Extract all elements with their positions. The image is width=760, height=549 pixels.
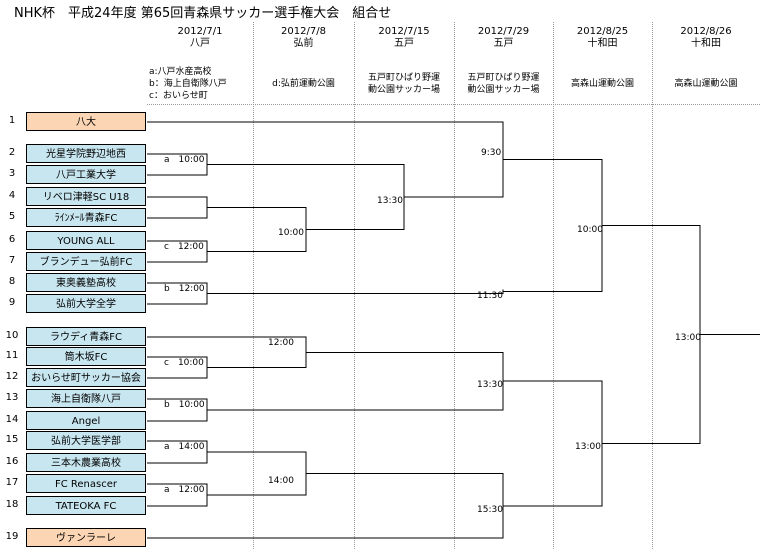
venue-line: 高森山運動公園 <box>570 79 634 89</box>
match-time-label: 10:00 <box>278 227 304 238</box>
venue-line: 五戸町ひばり野運 <box>467 73 540 83</box>
page-title: NHK杯 平成24年度 第65回青森県サッカー選手権大会 組合せ <box>14 6 392 21</box>
column-venue: a:八戸水産高校 b：海上自衛隊八戸 c：おいらせ町 <box>149 66 255 102</box>
team-box: 弘前大学全学 <box>26 294 146 313</box>
column-date: 2012/8/25 <box>576 26 629 37</box>
team-box: ラウディ青森FC <box>26 327 146 346</box>
venue-line: 高森山運動公園 <box>674 79 738 89</box>
seed-number: 15 <box>5 434 19 445</box>
team-box: 筒木坂FC <box>26 347 146 366</box>
venue-line: 動公園サッカー場 <box>367 85 440 95</box>
match-time-label: 12:00 <box>268 338 294 349</box>
seed-number: 2 <box>8 147 16 158</box>
match-time-label: 9:30 <box>481 147 502 158</box>
venue-line: 動公園サッカー場 <box>467 85 540 95</box>
column-city: 弘前 <box>293 38 314 49</box>
team-box: ヴァンラーレ <box>26 528 146 547</box>
team-box: Angel <box>26 411 146 430</box>
match-time-label: a 10:00 <box>164 154 205 165</box>
match-time-label: 13:00 <box>675 333 701 344</box>
team-box: FC Renascer <box>26 474 146 493</box>
grid-column-divider <box>253 22 254 549</box>
seed-number: 5 <box>8 211 16 222</box>
seed-number: 6 <box>8 234 16 245</box>
match-time-label: c 10:00 <box>164 357 204 368</box>
seed-number: 3 <box>8 168 16 179</box>
seed-number: 1 <box>8 115 16 126</box>
match-time-label: 13:00 <box>575 442 601 453</box>
venue-line: c：おいらせ町 <box>149 91 208 101</box>
venue-line: d:弘前運動公園 <box>272 79 335 89</box>
seed-number: 4 <box>8 190 16 201</box>
match-time-label: 13:30 <box>477 380 503 391</box>
column-date: 2012/7/1 <box>177 26 223 37</box>
column-venue: 五戸町ひばり野運動公園サッカー場 <box>354 72 454 96</box>
team-box: 海上自衛隊八戸 <box>26 389 146 408</box>
team-box: 八戸工業大学 <box>26 165 146 184</box>
seed-number: 11 <box>5 350 19 361</box>
column-date: 2012/8/26 <box>680 26 732 37</box>
column-city: 五戸 <box>493 38 514 49</box>
team-box: 東奥義塾高校 <box>26 273 146 292</box>
seed-number: 17 <box>5 477 19 488</box>
seed-number: 18 <box>5 499 19 510</box>
match-time-label: b 10:00 <box>164 400 205 410</box>
team-box: 光星学院野辺地西 <box>26 144 146 163</box>
column-city: 十和田 <box>691 38 721 49</box>
column-venue: 五戸町ひばり野運動公園サッカー場 <box>454 72 553 96</box>
grid-column-divider <box>454 22 455 549</box>
grid-column-divider <box>354 22 355 549</box>
match-time-label: a 12:00 <box>164 485 205 495</box>
column-city: 五戸 <box>394 38 414 49</box>
team-box: おいらせ町サッカー協会 <box>26 368 146 387</box>
column-venue: 高森山運動公園 <box>652 78 760 90</box>
seed-number: 9 <box>8 297 16 308</box>
column-venue: d:弘前運動公園 <box>253 78 354 90</box>
match-time-label: c 12:00 <box>164 241 204 252</box>
grid-column-divider <box>652 22 653 549</box>
team-box: 八大 <box>26 112 146 131</box>
venue-line: b：海上自衛隊八戸 <box>149 79 227 89</box>
venue-line: 五戸町ひばり野運 <box>367 73 440 83</box>
column-city: 十和田 <box>587 38 618 49</box>
team-box: ﾗｲﾝﾒｰﾙ青森FC <box>26 208 146 227</box>
match-time-label: 15:30 <box>477 504 503 515</box>
team-box: ブランデュー弘前FC <box>26 252 146 271</box>
seed-number: 7 <box>8 255 16 266</box>
seed-number: 10 <box>5 330 19 341</box>
venue-line: a:八戸水産高校 <box>149 67 212 77</box>
match-time-label: 10:00 <box>577 224 603 235</box>
seed-number: 8 <box>8 276 16 287</box>
seed-number: 16 <box>5 456 19 467</box>
grid-header-divider <box>147 104 760 105</box>
column-date: 2012/7/8 <box>281 26 326 37</box>
match-time-label: 11:30 <box>477 290 503 301</box>
match-time-label: 14:00 <box>268 475 294 486</box>
column-city: 八戸 <box>190 38 210 49</box>
seed-number: 12 <box>5 371 19 382</box>
match-time-label: b 12:00 <box>164 283 205 294</box>
team-box: 弘前大学医学部 <box>26 431 146 450</box>
grid-column-divider <box>553 22 554 549</box>
seed-number: 19 <box>5 531 19 542</box>
team-box: YOUNG ALL <box>26 231 146 250</box>
seed-number: 13 <box>5 392 19 403</box>
seed-number: 14 <box>5 414 19 425</box>
column-date: 2012/7/29 <box>477 26 530 37</box>
team-box: TATEOKA FC <box>26 496 146 515</box>
column-date: 2012/7/15 <box>378 26 430 37</box>
column-venue: 高森山運動公園 <box>553 78 652 90</box>
match-time-label: 13:30 <box>377 196 403 206</box>
match-time-label: a 14:00 <box>164 442 205 452</box>
team-box: 三本木農業高校 <box>26 453 146 472</box>
team-box: リベロ津軽SC U18 <box>26 187 146 206</box>
